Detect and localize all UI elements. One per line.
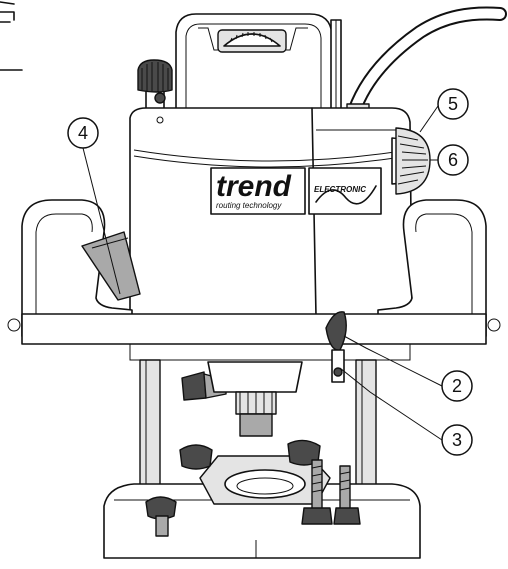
svg-text:6: 6 (448, 150, 458, 170)
brand-label: trend routing technology (210, 167, 306, 215)
speed-control-dial (391, 127, 431, 195)
fine-adjust-knob (137, 59, 173, 115)
depth-stop-rod (330, 19, 342, 115)
depth-lock-knob (325, 311, 347, 383)
callout-4: 4 (67, 117, 99, 149)
svg-text:2: 2 (452, 376, 462, 396)
callout-5: 5 (437, 88, 469, 120)
brand-name: trend (216, 170, 292, 203)
handle-crossbar (21, 313, 487, 361)
power-cable (345, 6, 507, 125)
router-base (103, 439, 421, 559)
callout-2: 2 (441, 370, 473, 402)
side-clamp-knob (181, 371, 227, 401)
leader-lines (82, 105, 443, 441)
page-edge-fragment (0, 1, 23, 71)
svg-text:5: 5 (448, 94, 458, 114)
callout-6: 6 (437, 144, 469, 176)
spindle-collet (207, 361, 303, 437)
svg-text:3: 3 (452, 430, 462, 450)
brand-tagline: routing technology (216, 201, 282, 210)
electronic-badge: ELECTRONIC (308, 167, 382, 215)
plunge-columns (139, 359, 377, 501)
motor-top-cap (175, 13, 333, 131)
plunge-lock-lever (81, 231, 141, 301)
svg-text:4: 4 (78, 123, 88, 143)
callout-3: 3 (441, 424, 473, 456)
electronic-label: ELECTRONIC (314, 185, 366, 194)
